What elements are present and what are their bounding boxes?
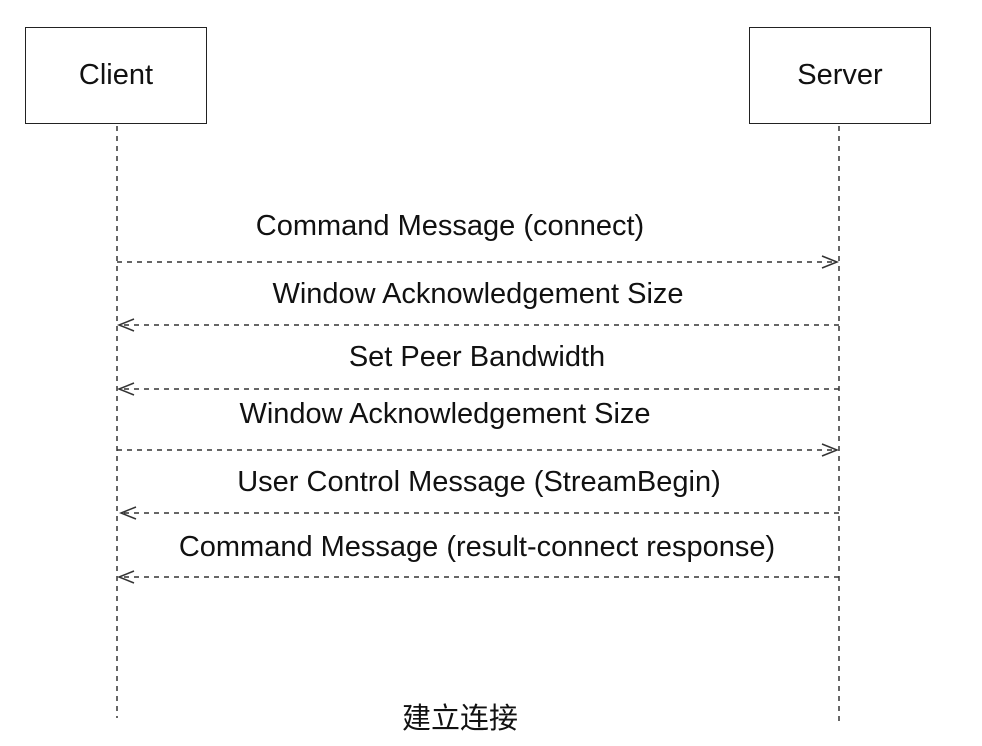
message-arrow-2 <box>116 318 839 332</box>
message-arrow-6 <box>116 570 839 584</box>
message-label-3: Set Peer Bandwidth <box>348 341 606 373</box>
message-label-1: Command Message (connect) <box>255 210 645 242</box>
message-arrow-3 <box>116 382 839 396</box>
message-label-6: Command Message (result-connect response… <box>178 531 776 563</box>
participant-server-label: Server <box>797 59 883 91</box>
message-arrow-5 <box>118 506 839 520</box>
participant-server: Server <box>749 27 931 124</box>
message-label-2: Window Acknowledgement Size <box>272 278 684 310</box>
message-label-5: User Control Message (StreamBegin) <box>237 466 721 498</box>
message-arrow-4 <box>117 443 840 457</box>
diagram-caption: 建立连接 <box>401 701 518 735</box>
message-label-4: Window Acknowledgement Size <box>239 398 651 430</box>
participant-client-label: Client <box>78 59 154 91</box>
message-arrow-1 <box>117 255 840 269</box>
participant-client: Client <box>25 27 207 124</box>
